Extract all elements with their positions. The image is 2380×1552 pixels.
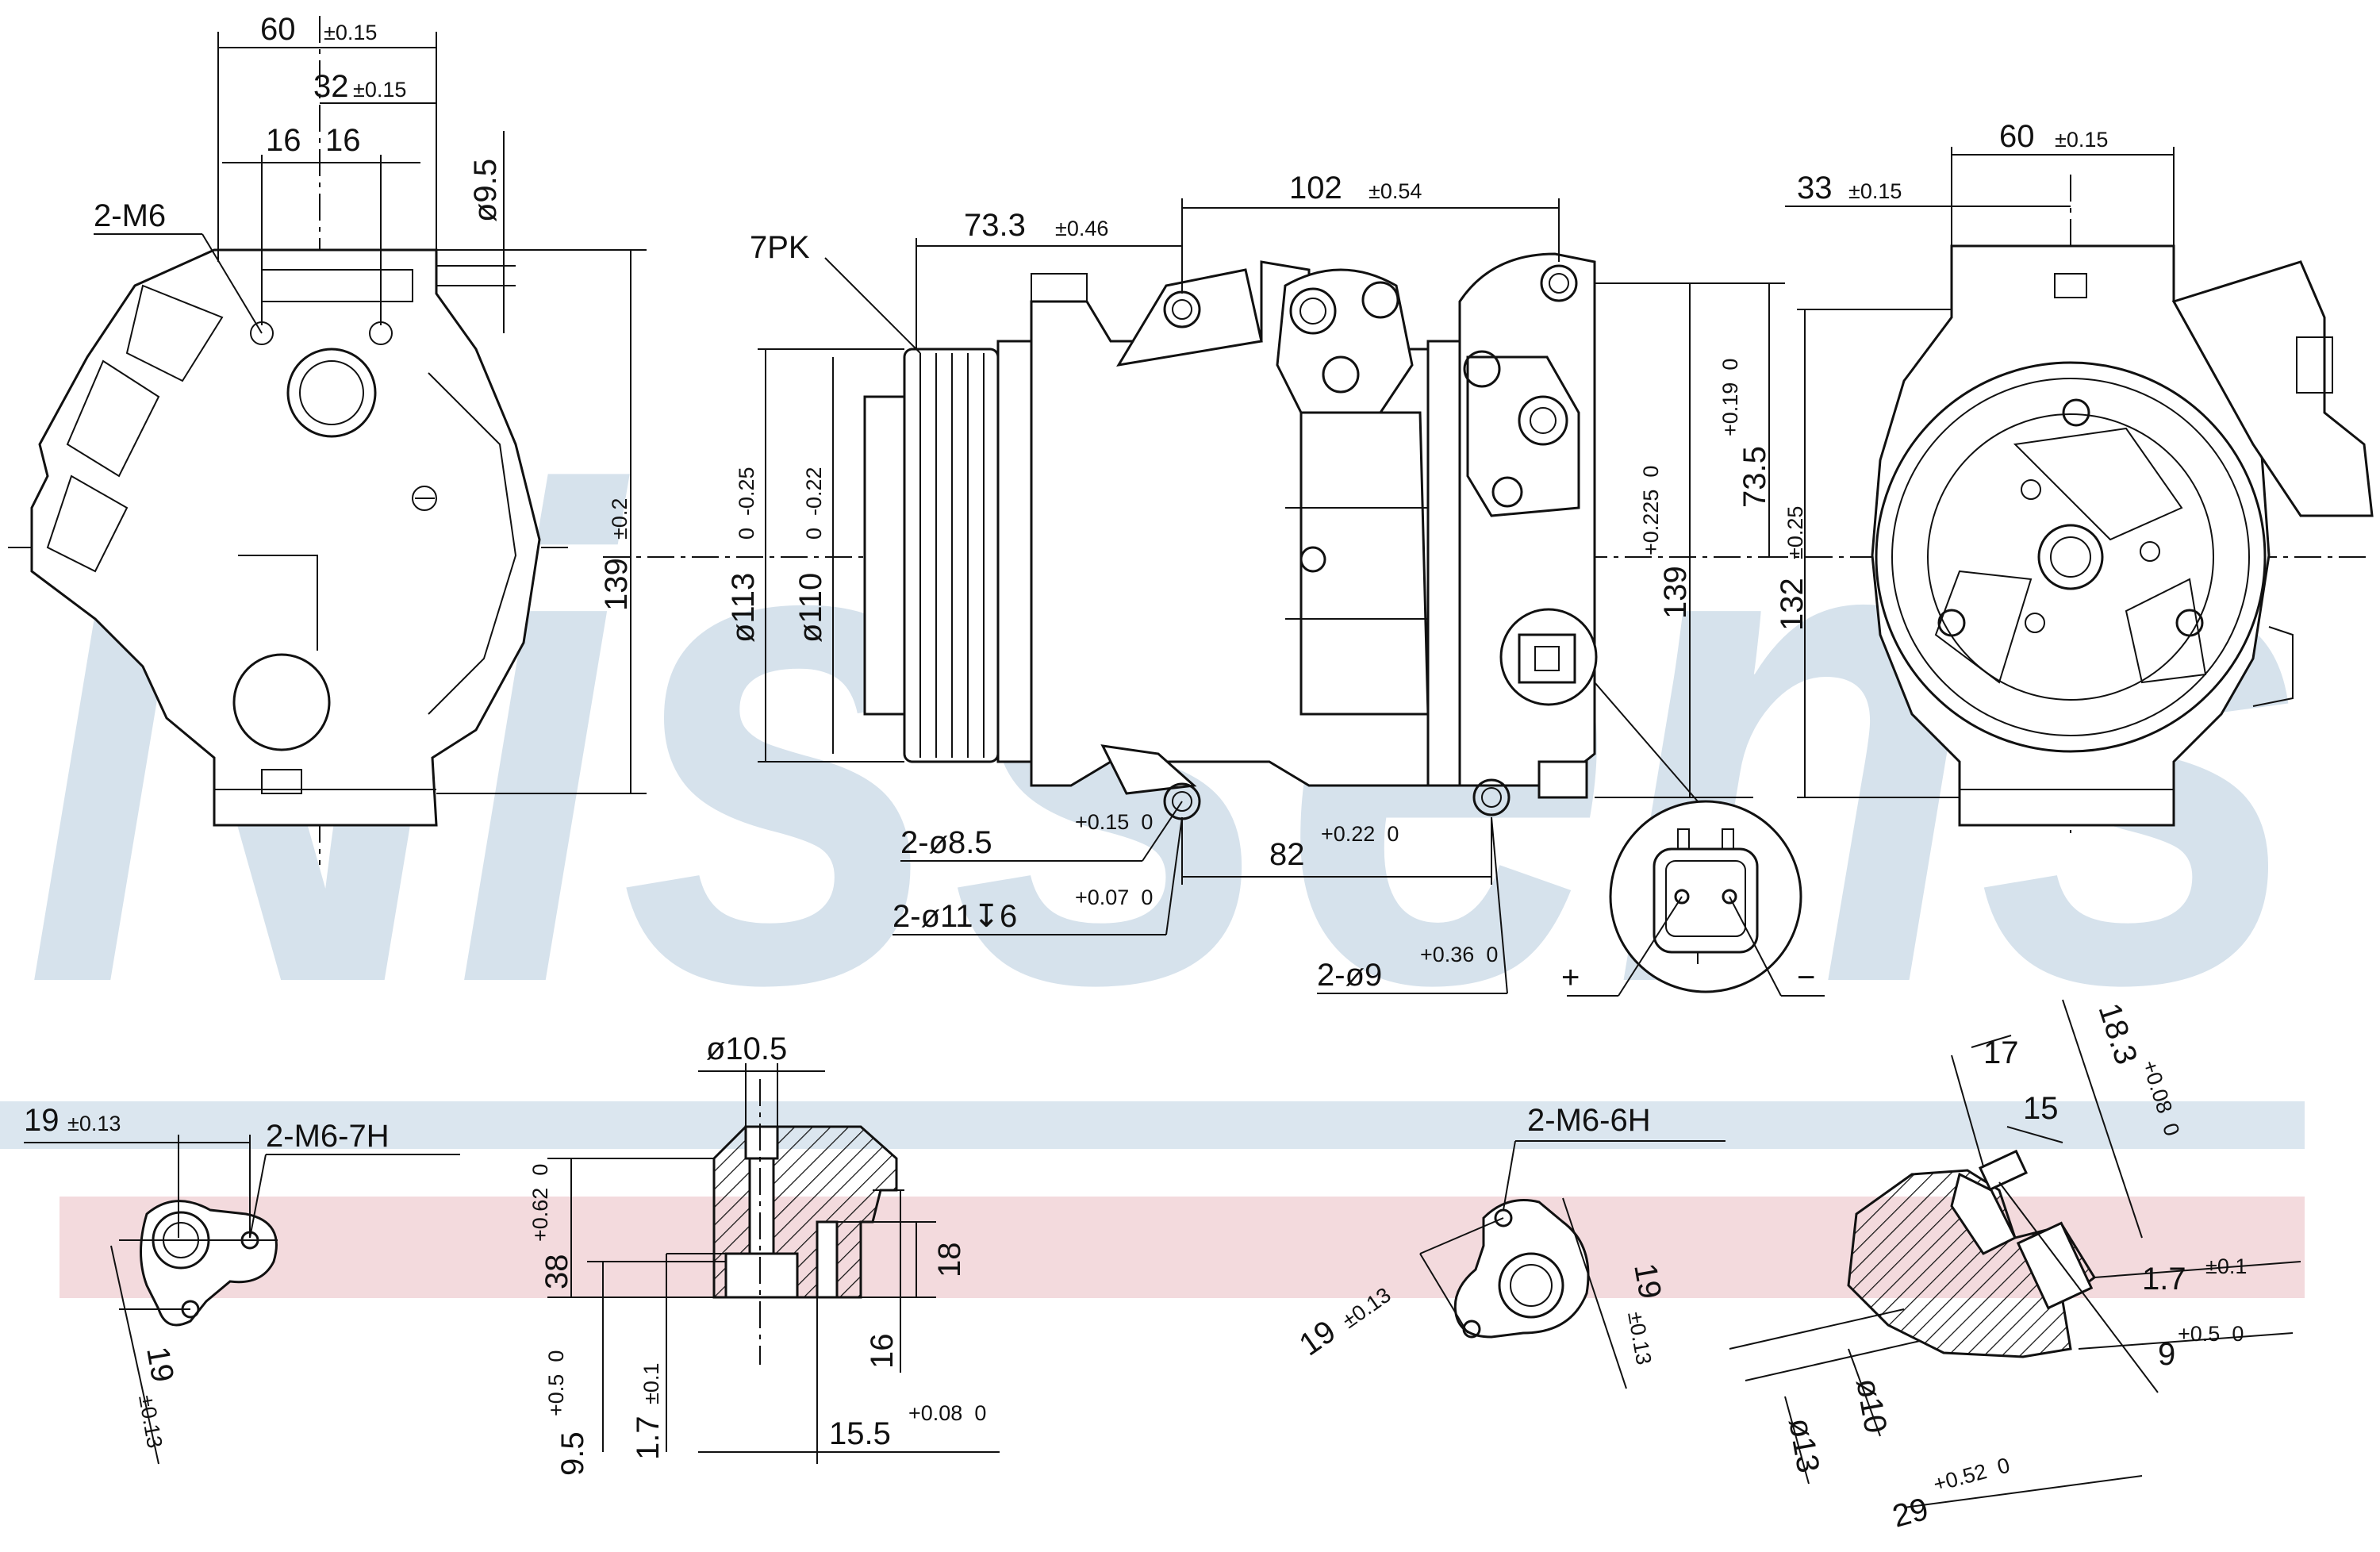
dim-19b: 19: [140, 1344, 180, 1385]
dim-9: 9: [2158, 1337, 2175, 1372]
dim-82: 82: [1269, 837, 1305, 872]
dim-d10: ø10: [1849, 1376, 1893, 1436]
dim-60r-tol: ±0.15: [2055, 128, 2108, 152]
dim-139b: 139: [1658, 566, 1693, 619]
dim-2-d11-tol: +0.07 0: [1075, 885, 1153, 909]
dim-9-5b: 9.5: [555, 1431, 590, 1476]
flange-detail-1: 19 ±0.13 2-M6-7H 19 ±0.13: [24, 1103, 460, 1465]
pin-plus: +: [1561, 960, 1580, 995]
dim-18: 18: [932, 1243, 967, 1278]
dim-1-7: 1.7: [631, 1416, 666, 1460]
dim-19c: 19: [1293, 1314, 1342, 1363]
dim-2-d9: 2-ø9: [1317, 958, 1382, 993]
angled-port-detail: 17 15 18.3 +0.08 0 1.7 ±0.1 9 +0.5 0 ø13…: [1729, 999, 2301, 1535]
pin-minus: −: [1797, 960, 1815, 995]
dim-19b-tol: ±0.13: [134, 1393, 167, 1450]
dim-9-5b-tol: +0.5 0: [544, 1350, 568, 1416]
dim-16: 16: [865, 1334, 900, 1370]
dim-33: 33: [1797, 171, 1833, 206]
label-2-m6-6h: 2-M6-6H: [1527, 1103, 1651, 1138]
dim-15-5-tol: +0.08 0: [908, 1401, 986, 1425]
dim-32-tol: ±0.15: [353, 78, 406, 102]
dim-17: 17: [1983, 1035, 2019, 1070]
label-7pk: 7PK: [750, 230, 810, 265]
dim-113-tol: 0 -0.25: [735, 467, 758, 540]
front-view: [1761, 175, 2374, 833]
dim-132-tol: ±0.25: [1783, 506, 1807, 559]
dim-2-d11: 2-ø11↧6: [892, 899, 1017, 934]
dim-33-tol: ±0.15: [1848, 179, 1902, 203]
dim-d13: ø13: [1782, 1416, 1825, 1476]
side-view-dimensions: 7PK 73.3 ±0.46 102 ±0.54 ø113 0 -0.25 ø1…: [726, 171, 1785, 994]
label-2-m6-7h: 2-M6-7H: [266, 1119, 390, 1154]
dim-73-3: 73.3: [964, 208, 1026, 243]
dim-60: 60: [260, 12, 296, 47]
dim-1-7-tol: ±0.1: [639, 1363, 663, 1404]
dim-16b: 16: [325, 123, 361, 158]
dim-19a-tol: ±0.13: [67, 1112, 121, 1135]
dim-15: 15: [2023, 1091, 2059, 1126]
side-view: [603, 252, 1785, 820]
dim-60-tol: ±0.15: [324, 21, 377, 44]
dim-2-d8-5-tol: +0.15 0: [1075, 810, 1153, 834]
dim-1-7c-tol: ±0.1: [2205, 1254, 2247, 1278]
dim-19a: 19: [24, 1103, 60, 1138]
dim-102-tol: ±0.54: [1368, 179, 1422, 203]
dim-60r: 60: [1999, 119, 2035, 154]
front-view-dimensions: 60 ±0.15 33 ±0.15 132 ±0.25: [1775, 119, 2175, 798]
rear-view-dimensions: 60 ±0.15 32 ±0.15 16 16 ø9.5 2-M6 139 ±0…: [94, 12, 647, 794]
blue-band: [0, 1101, 2305, 1149]
dim-110: ø110: [793, 573, 828, 643]
dim-2-d9-tol: +0.36 0: [1420, 943, 1498, 966]
dim-38-tol: +0.62 0: [528, 1164, 552, 1242]
dim-139b-tol: +0.225 0: [1639, 466, 1663, 555]
dim-15-5: 15.5: [829, 1416, 891, 1451]
dim-132: 132: [1775, 578, 1810, 631]
flange-detail-2: 2-M6-6H 19 ±0.13 19 ±0.13: [1293, 1103, 1726, 1389]
port-section-detail: ø10.5 38 +0.62 0 18 16 9.5 +0.5 0 1.7 ±0…: [528, 1031, 1000, 1476]
dim-110-tol: 0 -0.22: [802, 467, 826, 540]
label-2-m6: 2-M6: [94, 198, 166, 233]
dim-1-7c: 1.7: [2142, 1262, 2186, 1297]
dim-139: 139: [599, 558, 634, 611]
dim-19d-tol: ±0.13: [1623, 1310, 1656, 1367]
dim-38: 38: [539, 1254, 574, 1290]
dim-73-5-tol: +0.19 0: [1718, 359, 1742, 436]
dim-29-tol: +0.52 0: [1931, 1453, 2013, 1496]
dim-19d: 19: [1627, 1261, 1668, 1301]
dim-73-5: 73.5: [1737, 446, 1772, 508]
dim-29: 29: [1889, 1492, 1932, 1535]
dim-113: ø113: [726, 573, 761, 643]
connector-detail: + −: [1561, 682, 1825, 997]
dim-d10-5: ø10.5: [706, 1031, 787, 1066]
dim-82-tol: +0.22 0: [1321, 822, 1399, 846]
dim-32: 32: [313, 69, 349, 104]
dim-139-tol: ±0.2: [608, 498, 631, 540]
dim-73-3-tol: ±0.46: [1055, 217, 1108, 240]
dim-102: 102: [1289, 171, 1342, 206]
dim-9-5: ø9.5: [468, 159, 503, 222]
dim-9-tol: +0.5 0: [2178, 1322, 2244, 1346]
dim-16a: 16: [266, 123, 301, 158]
dim-2-d8-5: 2-ø8.5: [900, 825, 992, 860]
rear-view: [8, 16, 571, 865]
